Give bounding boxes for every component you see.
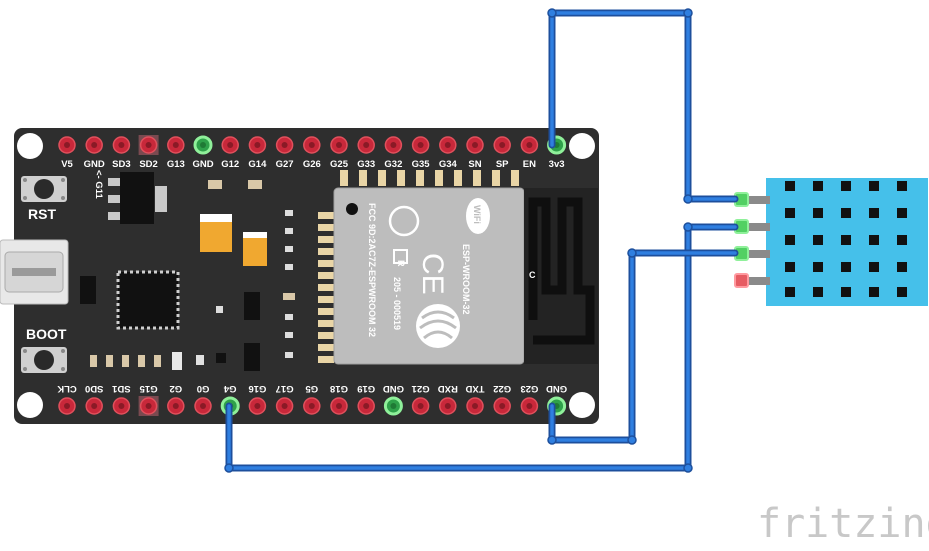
bottom-pin-label: G4 <box>223 383 236 394</box>
bottom-pin-label: G16 <box>248 383 266 394</box>
top-pin-label: GND <box>84 159 105 170</box>
mount-hole <box>17 392 43 418</box>
wifi-logo: WiFi <box>466 198 490 234</box>
sensor-pins <box>734 192 749 288</box>
top-pin-label: G33 <box>357 159 375 170</box>
top-pin-label: G14 <box>248 159 267 170</box>
top-pin-label: G35 <box>412 159 431 170</box>
bottom-pin-label: SD1 <box>111 383 130 394</box>
bottom-pin-label: G2 <box>169 383 182 394</box>
top-pin-label: G13 <box>167 159 185 170</box>
module-model: ESP-WROOM-32 <box>461 244 471 315</box>
g11-label: <- G11 <box>93 170 104 199</box>
rst-label: RST <box>28 206 56 222</box>
voltage-regulator <box>108 172 167 224</box>
bottom-pin-label: CLK <box>57 383 77 394</box>
top-pin-label: G34 <box>439 159 458 170</box>
r-mark: R <box>396 260 406 267</box>
wires <box>224 8 739 473</box>
fcc-text: FCC 9D:2AC7Z-ESPWROOM 32 <box>367 203 377 337</box>
bottom-pin-label: GND <box>383 383 404 394</box>
antenna: C <box>524 188 598 364</box>
bottom-pin-label: G21 <box>411 383 430 394</box>
bottom-pin-label: G22 <box>493 383 511 394</box>
dht11-sensor <box>734 178 928 306</box>
module-pads <box>318 170 519 363</box>
bottom-pin-label: G15 <box>139 383 158 394</box>
esp-wroom-32-module: R FCC 9D:2AC7Z-ESPWROOM 32 205 - 000519 … <box>333 187 525 365</box>
top-pin-header: V5 GND SD3 SD2 G13 GND G12 G14 G27 G26 G25 G33 G32 G3… <box>58 135 567 170</box>
rst-button[interactable] <box>21 176 67 202</box>
sensor-grille <box>785 181 907 297</box>
bottom-pin-header: CLK SD0 SD1 G15 G2 G0 G4 G16 G17 G5 G18 G19 GND G21 RX… <box>57 383 567 416</box>
bottom-pin-label: G0 <box>197 383 210 394</box>
ce-mark: CE <box>416 253 449 295</box>
diode <box>80 276 96 304</box>
bottom-pin-label: G18 <box>330 383 348 394</box>
sensor-leads <box>742 196 770 285</box>
boot-button[interactable] <box>21 347 67 373</box>
top-pin-label: SD3 <box>112 159 130 170</box>
mount-hole <box>17 133 43 159</box>
fcc-logo <box>388 205 420 237</box>
bottom-pin-label: G5 <box>305 383 318 394</box>
bottom-pin-label: G19 <box>357 383 375 394</box>
top-pin-label: SP <box>496 159 509 170</box>
mount-hole <box>569 392 595 418</box>
mount-hole <box>569 133 595 159</box>
top-pin-label: SD2 <box>139 159 157 170</box>
top-pin-label: GND <box>192 159 213 170</box>
boot-label: BOOT <box>26 326 67 342</box>
svg-text:WiFi: WiFi <box>472 205 482 224</box>
usb-connector <box>0 239 69 305</box>
top-pin-label: EN <box>523 159 536 170</box>
bottom-pin-label: RXD <box>438 383 458 394</box>
r-mark-box <box>393 249 408 264</box>
top-pin-label: G26 <box>303 159 321 170</box>
usb-uart-chip <box>116 270 180 330</box>
sensor-pin-gnd[interactable] <box>734 273 749 288</box>
top-pin-label: G25 <box>330 159 349 170</box>
top-pin-label: G27 <box>276 159 294 170</box>
bottom-pin-label: G17 <box>276 383 294 394</box>
top-pin-label: 3v3 <box>549 159 565 170</box>
bottom-pin-label: SD0 <box>85 383 103 394</box>
tantalum-capacitor <box>243 232 267 266</box>
resistor <box>248 180 262 189</box>
fritzing-logo: fritzing <box>757 501 929 547</box>
bottom-pin-label: G23 <box>520 383 538 394</box>
espressif-logo <box>416 304 460 348</box>
top-pin-label: V5 <box>61 159 73 170</box>
top-pin-label: G32 <box>384 159 402 170</box>
smd-components <box>90 210 295 371</box>
resistor <box>208 180 222 189</box>
tantalum-capacitor <box>200 214 232 252</box>
top-pin-label: G12 <box>221 159 239 170</box>
bottom-pin-label: GND <box>546 383 567 394</box>
module-code: 205 - 000519 <box>392 277 402 330</box>
top-pin-label: SN <box>468 159 481 170</box>
antenna-c-label: C <box>529 270 536 280</box>
bottom-pin-label: TXD <box>465 383 484 394</box>
